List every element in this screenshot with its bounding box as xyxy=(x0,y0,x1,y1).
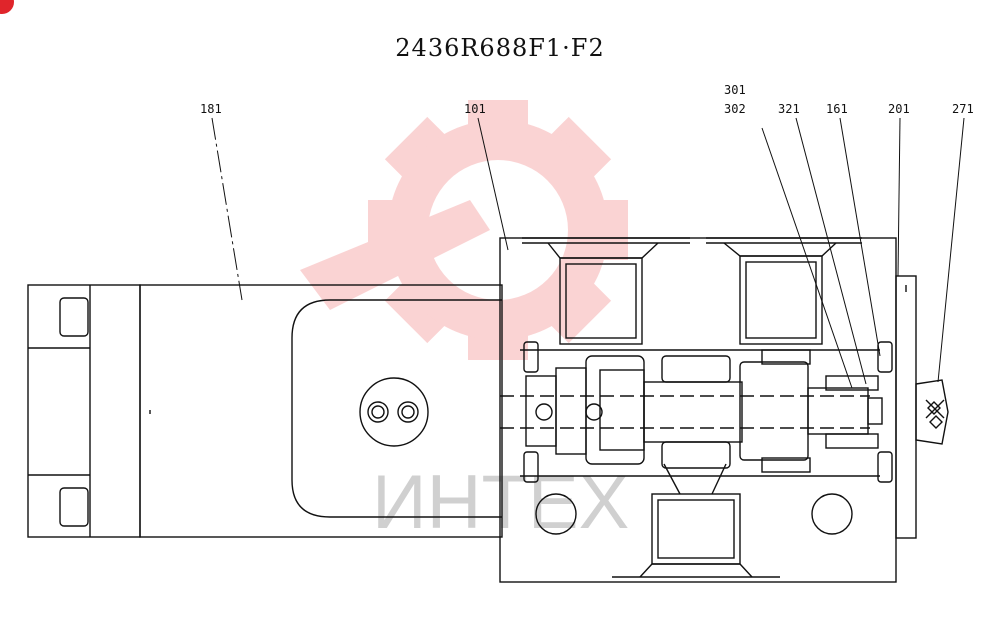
leader-lines xyxy=(211,117,965,389)
drawing-title: 2436R688F1·F2 xyxy=(395,34,605,62)
label-101: 101 xyxy=(464,102,486,116)
knob-271 xyxy=(915,379,949,445)
watermark-gear-icon xyxy=(300,100,628,360)
actuator-181 xyxy=(27,284,503,538)
valve-body-101 xyxy=(499,237,897,583)
label-271: 271 xyxy=(952,102,974,116)
label-161: 161 xyxy=(826,102,848,116)
end-cap-201 xyxy=(895,275,917,539)
label-321: 321 xyxy=(778,102,800,116)
label-301: 301 xyxy=(724,83,746,97)
part-labels: 181 101 301 302 321 161 201 271 xyxy=(200,83,974,116)
label-181: 181 xyxy=(200,102,222,116)
spool-assembly xyxy=(500,349,883,495)
label-201: 201 xyxy=(888,102,910,116)
label-302: 302 xyxy=(724,102,746,116)
